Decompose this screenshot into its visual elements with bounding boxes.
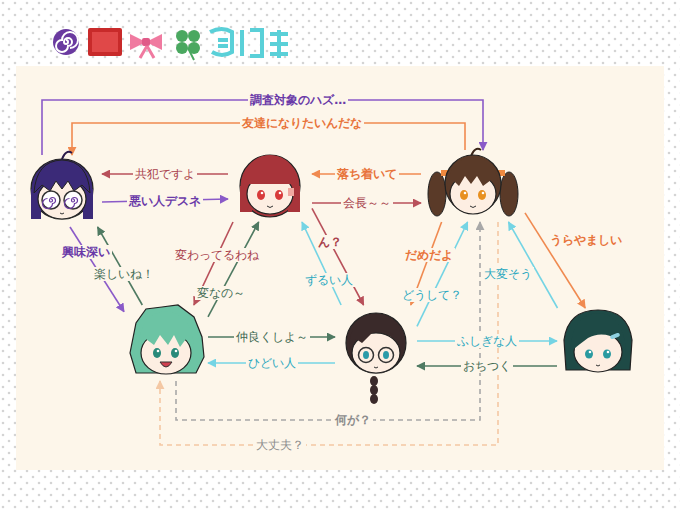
relation-label: 興味深い [60,245,112,259]
relation-label: ん？ [316,235,344,249]
character-twintails [428,149,518,216]
logo [53,28,288,60]
relation-label: 楽しいね！ [92,267,156,281]
relation-label: ひどい人 [246,356,298,370]
relation-label: 大変そう [482,267,534,281]
character-node [124,305,208,381]
character-node [22,155,102,227]
relation-label: 会長～～ [341,196,393,210]
character-node [421,150,525,222]
relation-label: 友達になりたいんだな [240,116,364,130]
relation-label: 調査対象のハズ… [248,93,348,107]
relation-arrow [417,222,468,326]
relation-label: ふしぎな人 [455,334,519,348]
character-braid [346,313,406,404]
relation-label: 仲良くしよ～ [234,330,310,344]
relation-label: 変なの～ [195,286,247,300]
relation-label: どうして？ [400,288,464,302]
relation-label: 落ち着いて [335,167,399,181]
relation-label: 共犯ですよ [133,167,197,181]
relation-label: 変わってるわね [173,248,261,262]
character-teal [564,310,632,372]
relation-arrow [160,222,498,445]
relation-arrow [312,208,364,305]
relation-label: おちつく [461,359,513,373]
relation-arrow [525,213,585,308]
character-node [557,308,639,380]
relation-label: だめだよ [403,248,455,262]
relation-arrow [42,100,483,155]
character-purple [31,152,93,219]
character-node [228,150,312,222]
character-red [240,155,300,217]
relation-arrow [208,222,259,317]
relation-label: 何が？ [333,413,373,427]
relation-label: うらやましい [548,233,624,247]
relation-label: ずるい人 [303,273,355,287]
character-node [335,305,417,385]
relation-label: 悪い人デスネ [127,194,203,208]
relation-label: 大丈夫？ [254,438,306,452]
character-green [130,305,204,374]
